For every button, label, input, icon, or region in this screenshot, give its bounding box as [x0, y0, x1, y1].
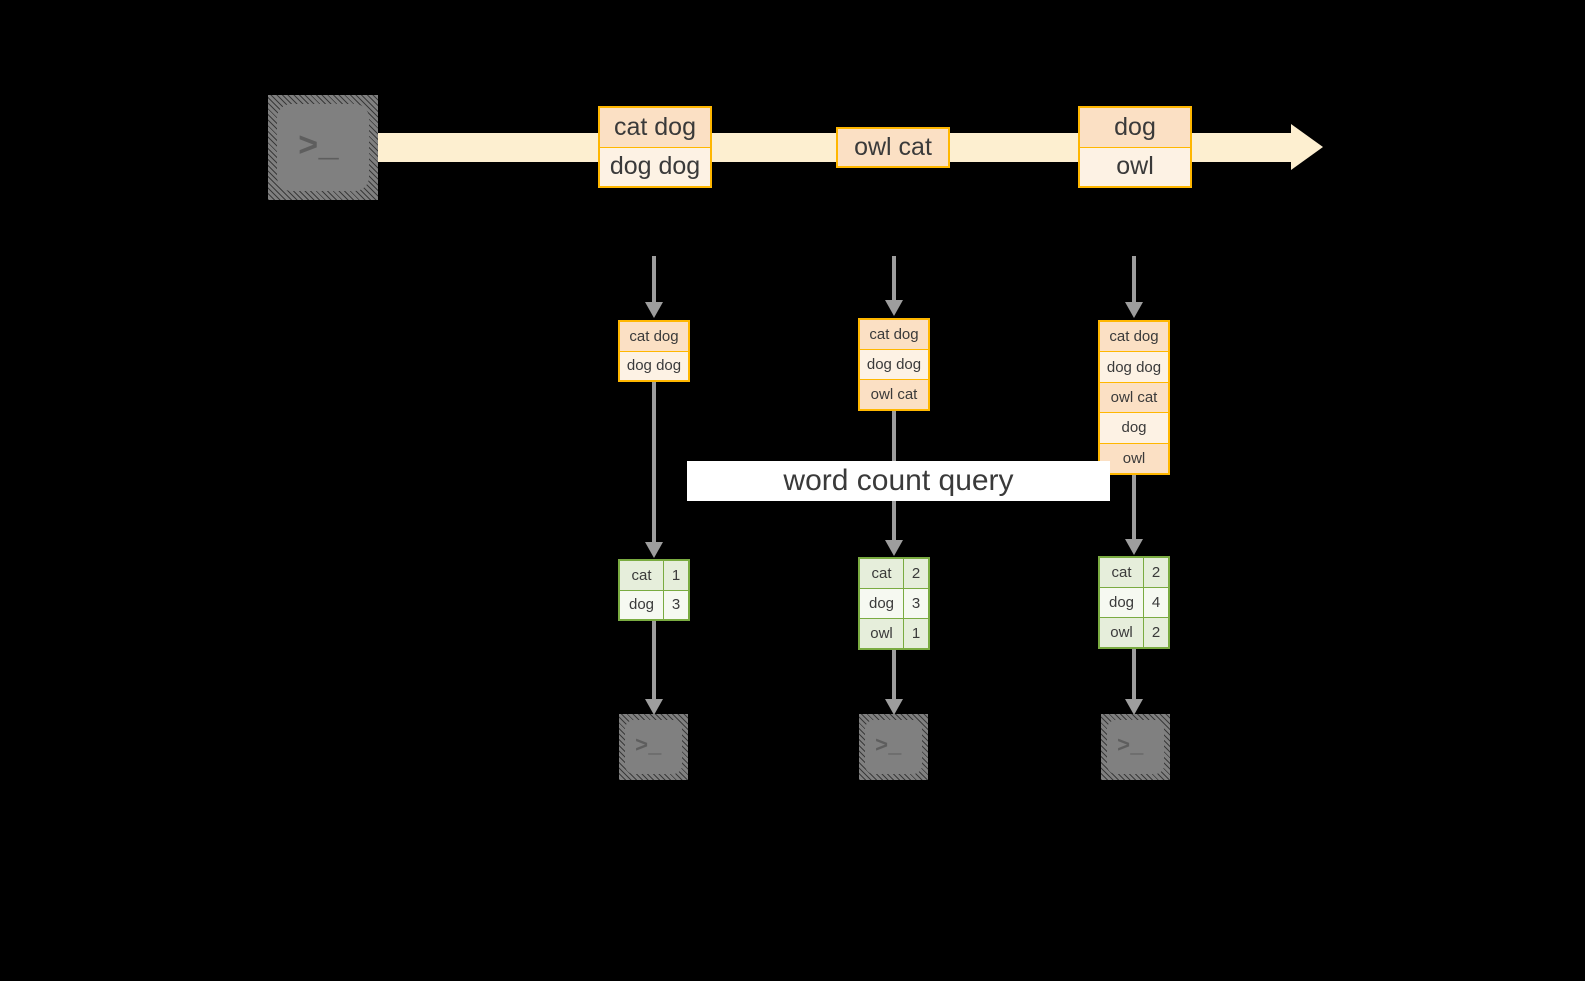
- snapshot-2-stack[interactable]: cat dog dog dog owl cat: [858, 318, 930, 411]
- table-cell-word: owl: [1100, 618, 1144, 647]
- table-cell-count: 1: [904, 619, 928, 648]
- stack-line: owl cat: [1100, 382, 1168, 414]
- stack-line: cat dog: [620, 322, 688, 352]
- snapshot-3-consumer-terminal-icon[interactable]: >_: [1101, 714, 1170, 780]
- table-cell-word: cat: [620, 561, 664, 590]
- terminal-body: [625, 720, 682, 774]
- table-cell-word: owl: [860, 619, 904, 648]
- snapshot-2-result-table[interactable]: cat 2 dog 3 owl 1: [858, 557, 930, 650]
- stream-event-line: owl cat: [838, 129, 948, 166]
- snapshot-1-output-connector: [652, 621, 656, 699]
- table-row: dog 3: [860, 589, 928, 619]
- terminal-body: [865, 720, 922, 774]
- snapshot-3-dashed-arrowhead: [1125, 302, 1143, 318]
- snapshot-1-query-connector: [652, 382, 656, 542]
- table-cell-word: dog: [620, 590, 664, 619]
- stream-event-3[interactable]: dog owl: [1078, 106, 1192, 188]
- snapshot-2-dashed-arrowhead: [885, 300, 903, 316]
- snapshot-2-output-arrowhead: [885, 699, 903, 715]
- snapshot-1-query-arrowhead: [645, 542, 663, 558]
- table-cell-count: 1: [664, 561, 688, 590]
- table-cell-word: cat: [1100, 558, 1144, 587]
- table-cell-count: 3: [664, 590, 688, 619]
- terminal-prompt-glyph: >_: [875, 734, 902, 759]
- snapshot-2-query-arrowhead: [885, 540, 903, 556]
- stream-event-1[interactable]: cat dog dog dog: [598, 106, 712, 188]
- table-row: cat 2: [860, 559, 928, 589]
- table-cell-count: 3: [904, 589, 928, 618]
- query-label: word count query: [687, 461, 1110, 501]
- snapshot-3-output-connector: [1132, 649, 1136, 699]
- snapshot-1-stack[interactable]: cat dog dog dog: [618, 320, 690, 382]
- stream-event-line: dog dog: [600, 147, 710, 186]
- table-cell-word: dog: [1100, 588, 1144, 617]
- snapshot-1-result-table[interactable]: cat 1 dog 3: [618, 559, 690, 621]
- stack-line: owl: [1100, 443, 1168, 474]
- terminal-prompt-glyph: >_: [298, 129, 339, 167]
- snapshot-3-dashed-connector: [1132, 256, 1136, 302]
- table-cell-word: cat: [860, 559, 904, 588]
- stack-line: cat dog: [860, 320, 928, 350]
- query-label-text: word count query: [783, 464, 1014, 497]
- snapshot-1-dashed-arrowhead: [645, 302, 663, 318]
- stack-line: dog dog: [860, 350, 928, 380]
- snapshot-1-output-arrowhead: [645, 699, 663, 715]
- table-cell-word: dog: [860, 589, 904, 618]
- table-cell-count: 4: [1144, 588, 1168, 617]
- stack-line: dog: [1100, 413, 1168, 444]
- stack-line: owl cat: [860, 380, 928, 409]
- stream-event-line: dog: [1080, 108, 1190, 148]
- snapshot-2-consumer-terminal-icon[interactable]: >_: [859, 714, 928, 780]
- snapshot-2-dashed-connector: [892, 256, 896, 300]
- table-row: cat 2: [1100, 558, 1168, 588]
- stream-event-line: owl: [1080, 147, 1190, 186]
- terminal-body: [1107, 720, 1164, 774]
- table-row: owl 2: [1100, 618, 1168, 647]
- snapshot-1-dashed-connector: [652, 256, 656, 302]
- terminal-body: [277, 104, 369, 191]
- producer-terminal-icon[interactable]: >_: [268, 95, 378, 200]
- snapshot-1-consumer-terminal-icon[interactable]: >_: [619, 714, 688, 780]
- snapshot-3-query-connector: [1132, 475, 1136, 539]
- table-row: dog 3: [620, 590, 688, 619]
- stack-line: dog dog: [620, 351, 688, 380]
- snapshot-2-output-connector: [892, 650, 896, 699]
- stream-arrowhead: [1291, 124, 1323, 170]
- terminal-prompt-glyph: >_: [635, 734, 662, 759]
- snapshot-3-query-arrowhead: [1125, 539, 1143, 555]
- snapshot-3-result-table[interactable]: cat 2 dog 4 owl 2: [1098, 556, 1170, 649]
- snapshot-3-stack[interactable]: cat dog dog dog owl cat dog owl: [1098, 320, 1170, 475]
- terminal-prompt-glyph: >_: [1117, 734, 1144, 759]
- table-row: owl 1: [860, 619, 928, 648]
- snapshot-3-output-arrowhead: [1125, 699, 1143, 715]
- table-row: cat 1: [620, 561, 688, 591]
- stream-event-line: cat dog: [600, 108, 710, 148]
- table-cell-count: 2: [1144, 618, 1168, 647]
- table-row: dog 4: [1100, 588, 1168, 618]
- stream-event-2[interactable]: owl cat: [836, 127, 950, 168]
- stack-line: cat dog: [1100, 322, 1168, 353]
- stack-line: dog dog: [1100, 352, 1168, 383]
- table-cell-count: 2: [904, 559, 928, 588]
- table-cell-count: 2: [1144, 558, 1168, 587]
